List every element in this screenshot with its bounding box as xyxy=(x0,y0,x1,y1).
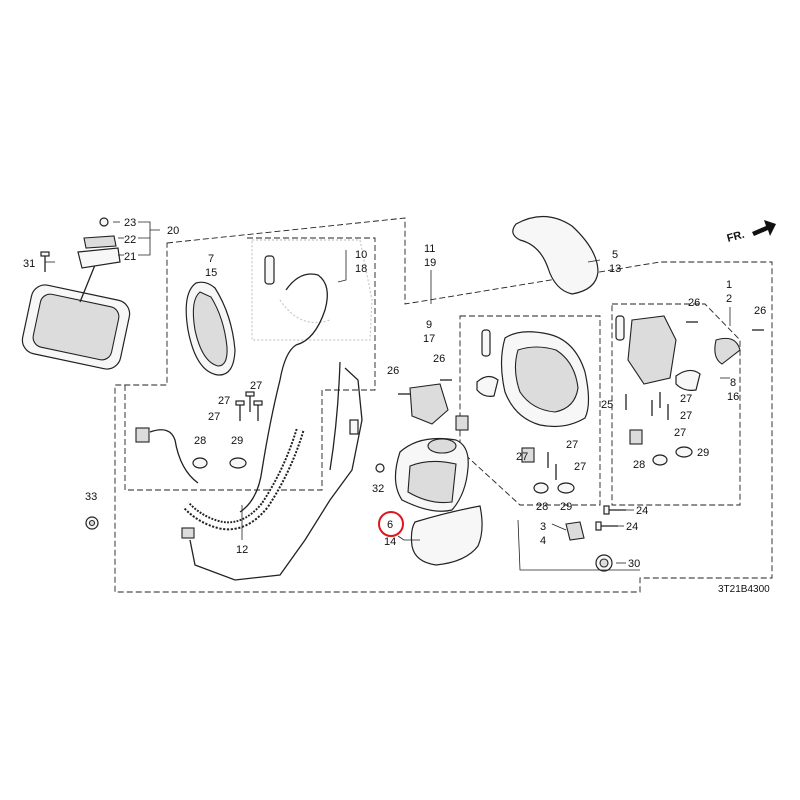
callout-31: 31 xyxy=(23,258,35,270)
callout-30: 30 xyxy=(628,558,640,570)
callout-11: 11 xyxy=(424,243,435,255)
callout-26-right-b: 26 xyxy=(754,305,766,317)
leader-lines xyxy=(45,221,731,571)
callout-2: 2 xyxy=(726,293,732,305)
callout-labels: 23 20 22 21 31 7 15 10 18 11 19 5 13 1 2… xyxy=(23,217,766,570)
wiring-harness[interactable] xyxy=(181,255,363,581)
screw-32[interactable] xyxy=(375,463,385,473)
highlight-ring xyxy=(378,511,404,537)
nut-33[interactable] xyxy=(85,516,99,530)
actuator-motor[interactable] xyxy=(409,383,469,431)
callout-24-a: 24 xyxy=(636,505,648,517)
assembly-frame-housing xyxy=(459,315,601,506)
assembly-frame-main xyxy=(114,217,773,593)
callout-29-right: 29 xyxy=(697,447,709,459)
callout-9: 9 xyxy=(426,319,432,331)
callout-27-housing-a: 27 xyxy=(566,439,578,451)
callout-28-right: 28 xyxy=(633,459,645,471)
clip-29-right-housing[interactable] xyxy=(557,482,575,494)
mirror-glass[interactable] xyxy=(185,281,236,376)
clip-28-right[interactable] xyxy=(652,454,668,466)
clip-28-right-housing[interactable] xyxy=(533,482,549,494)
assembly-frame-inner-left xyxy=(124,385,323,491)
callout-15: 15 xyxy=(205,267,217,279)
callout-20: 20 xyxy=(167,225,179,237)
callout-14: 14 xyxy=(384,536,396,548)
callout-27-right-c: 27 xyxy=(674,427,686,439)
front-direction-indicator: FR. xyxy=(726,220,776,245)
assembly-frame-harness xyxy=(247,237,376,391)
connector-left[interactable] xyxy=(135,427,199,484)
callout-19: 19 xyxy=(424,257,436,269)
callout-6: 6 xyxy=(387,519,393,531)
callout-1: 1 xyxy=(726,279,732,291)
callout-27-right-b: 27 xyxy=(680,410,692,422)
screw-27-left-a[interactable] xyxy=(245,391,255,412)
callout-5: 5 xyxy=(612,249,618,261)
connector-right-housing[interactable] xyxy=(521,447,535,463)
callout-8: 8 xyxy=(730,377,736,389)
callout-28-left: 28 xyxy=(194,435,206,447)
screw-27-left-b[interactable] xyxy=(235,400,245,421)
callout-17: 17 xyxy=(423,333,435,345)
callout-27-right-a: 27 xyxy=(680,393,692,405)
lower-cover[interactable] xyxy=(410,505,483,566)
callout-13: 13 xyxy=(609,263,621,275)
callout-10: 10 xyxy=(355,249,367,261)
clip-29-right[interactable] xyxy=(675,446,693,458)
direction-label: FR. xyxy=(726,229,746,245)
callout-22: 22 xyxy=(124,234,136,246)
callout-18: 18 xyxy=(355,263,367,275)
callout-21: 21 xyxy=(124,251,136,263)
callout-4: 4 xyxy=(540,535,546,547)
callout-28-housing: 28 xyxy=(536,501,548,513)
callout-32: 32 xyxy=(372,483,384,495)
callout-3: 3 xyxy=(540,521,546,533)
bolt-24-a[interactable] xyxy=(603,505,626,515)
direction-arrow-icon xyxy=(752,220,776,236)
callout-29-housing: 29 xyxy=(560,501,572,513)
ghost-watermark xyxy=(251,239,373,341)
callout-24-b: 24 xyxy=(626,521,638,533)
callout-12: 12 xyxy=(236,544,248,556)
power-fold-unit[interactable] xyxy=(615,315,701,391)
callout-27-left-a: 27 xyxy=(250,380,262,392)
callout-26-center-b: 26 xyxy=(387,365,399,377)
mirror-cap[interactable] xyxy=(512,215,599,295)
bolt-30[interactable] xyxy=(595,554,613,572)
screw-27-left-c[interactable] xyxy=(253,400,263,421)
mirror-screw-31[interactable] xyxy=(40,251,50,272)
callout-33: 33 xyxy=(85,491,97,503)
bolt-24-b[interactable] xyxy=(595,521,618,531)
callout-27-left-c: 27 xyxy=(208,411,220,423)
reference-code: 3T21B4300 xyxy=(718,584,770,595)
callout-27-left-b: 27 xyxy=(218,395,230,407)
callout-27-housing-b: 27 xyxy=(516,451,528,463)
clip-28-left[interactable] xyxy=(192,457,208,469)
mirror-housing[interactable] xyxy=(476,329,590,428)
callout-25: 25 xyxy=(601,399,613,411)
rear-view-mirror[interactable] xyxy=(20,217,132,372)
turn-signal-lamp[interactable] xyxy=(714,337,741,365)
callout-29-left: 29 xyxy=(231,435,243,447)
connector-right[interactable] xyxy=(629,429,643,445)
clip-29-left[interactable] xyxy=(229,457,247,469)
callout-23: 23 xyxy=(124,217,136,229)
callout-26-center-a: 26 xyxy=(433,353,445,365)
corrugated-tube-12[interactable] xyxy=(182,428,305,531)
callout-16: 16 xyxy=(727,391,739,403)
callout-7: 7 xyxy=(208,253,214,265)
callout-27-housing-c: 27 xyxy=(574,461,586,473)
mirror-base[interactable] xyxy=(394,437,469,512)
bracket-3-4[interactable] xyxy=(565,521,585,541)
assembly-frame-right xyxy=(611,303,741,506)
callout-26-right-a: 26 xyxy=(688,297,700,309)
